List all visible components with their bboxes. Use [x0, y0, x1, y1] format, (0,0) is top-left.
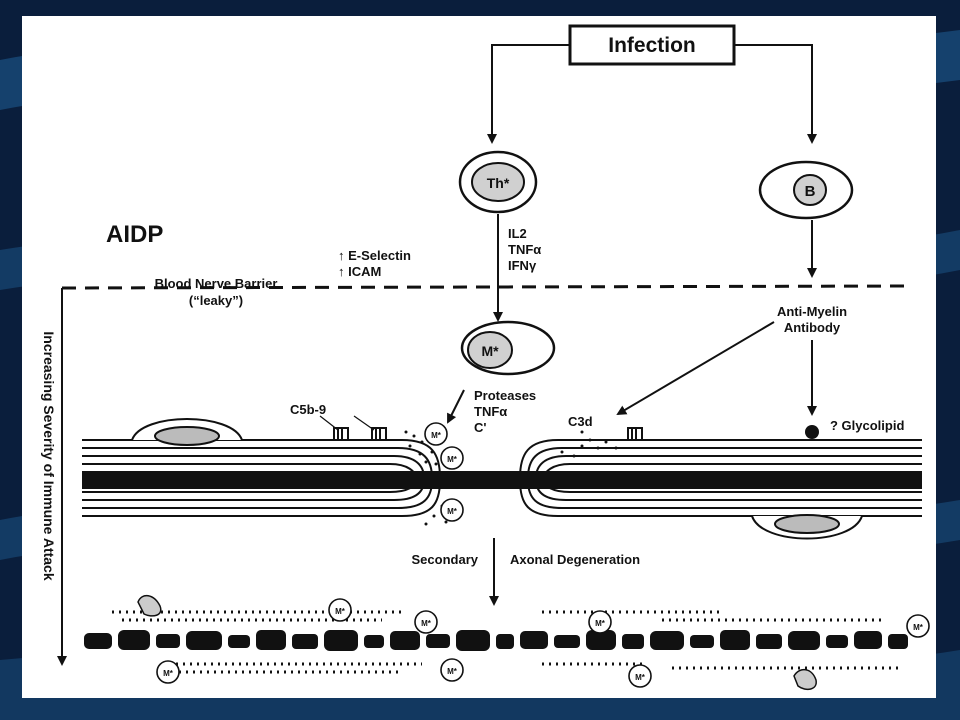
c5b9-label: C5b-9 — [290, 402, 326, 417]
barrier-leaky-label: (“leaky”) — [189, 293, 243, 308]
complement-pore-1 — [333, 427, 349, 440]
right-schwann-nucleus — [774, 514, 840, 534]
svg-text:M*: M* — [431, 431, 442, 440]
svg-text:M*: M* — [447, 507, 458, 516]
svg-text:M*: M* — [335, 607, 346, 616]
proteases-arrow — [447, 389, 465, 424]
antibody-label-line1: Anti-Myelin — [777, 304, 847, 319]
c5b9-pointer-right — [353, 415, 375, 431]
svg-text:M*: M* — [595, 619, 606, 628]
macrophage-nucleus — [467, 331, 513, 369]
th-cell-nucleus — [471, 162, 525, 202]
left-schwann-nucleus — [154, 426, 220, 446]
severity-label: Increasing Severity of Immune Attack — [41, 331, 57, 580]
diagram-card: AIDP Infection Th* B IL2 TNFα IFNγ ↑ E-S… — [22, 16, 936, 698]
lesion-macrophage-1: M* — [424, 422, 448, 446]
complement-pore-3 — [627, 427, 643, 440]
debris-blob-2 — [793, 668, 817, 691]
glycolipid-label: ? Glycolipid — [830, 418, 904, 433]
diagram-title: AIDP — [106, 221, 163, 248]
cytokine-tnf: TNFα — [508, 242, 541, 257]
th-cell-label: Th* — [487, 175, 510, 191]
axon — [82, 471, 922, 489]
proteases-label: Proteases — [474, 388, 536, 403]
degeneration-macrophage-5: M* — [440, 658, 464, 682]
complement-pore-2 — [371, 427, 387, 440]
b-cell-nucleus — [793, 174, 827, 206]
antibody-to-c3d-arrow — [616, 321, 775, 416]
debris-blob-1 — [137, 594, 162, 617]
svg-text:M*: M* — [635, 673, 646, 682]
degeneration-macrophage-3: M* — [588, 610, 612, 634]
infection-to-b-arrow — [734, 44, 817, 144]
axonal-degeneration-label: Axonal Degeneration — [510, 552, 640, 567]
degeneration-macrophage-1: M* — [328, 598, 352, 622]
c3d-label: C3d — [568, 414, 593, 429]
degeneration-macrophage-2: M* — [414, 610, 438, 634]
aidp-diagram: AIDP Infection Th* B IL2 TNFα IFNγ ↑ E-S… — [41, 24, 930, 691]
infection-to-th-arrow — [487, 44, 570, 144]
cytokine-ifn: IFNγ — [508, 258, 537, 273]
degenerated-axon — [84, 630, 908, 651]
debris-dots — [112, 610, 902, 674]
svg-text:M*: M* — [163, 669, 174, 678]
antibody-label-line2: Antibody — [784, 320, 841, 335]
degeneration-macrophage-6: M* — [628, 664, 652, 688]
infection-label: Infection — [608, 34, 696, 57]
svg-text:M*: M* — [447, 667, 458, 676]
svg-text:M*: M* — [421, 619, 432, 628]
degeneration-macrophage-7: M* — [906, 614, 930, 638]
proteases-tnf: TNFα — [474, 404, 507, 419]
glycolipid-dot — [805, 425, 819, 439]
lesion-macrophage-2: M* — [440, 446, 464, 470]
proteases-c: C' — [474, 420, 486, 435]
adhesion-icam: ↑ ICAM — [338, 264, 381, 279]
degeneration-macrophage-4: M* — [156, 660, 180, 684]
barrier-label: Blood Nerve Barrier — [155, 276, 278, 291]
svg-text:M*: M* — [447, 455, 458, 464]
cytokine-il2: IL2 — [508, 226, 527, 241]
adhesion-e-selectin: ↑ E-Selectin — [338, 248, 411, 263]
lesion-macrophage-3: M* — [440, 498, 464, 522]
secondary-label: Secondary — [412, 552, 479, 567]
macrophage-label: M* — [481, 343, 499, 359]
blood-nerve-barrier-line — [61, 284, 909, 290]
svg-text:M*: M* — [913, 623, 924, 632]
b-cell-label: B — [805, 183, 816, 200]
